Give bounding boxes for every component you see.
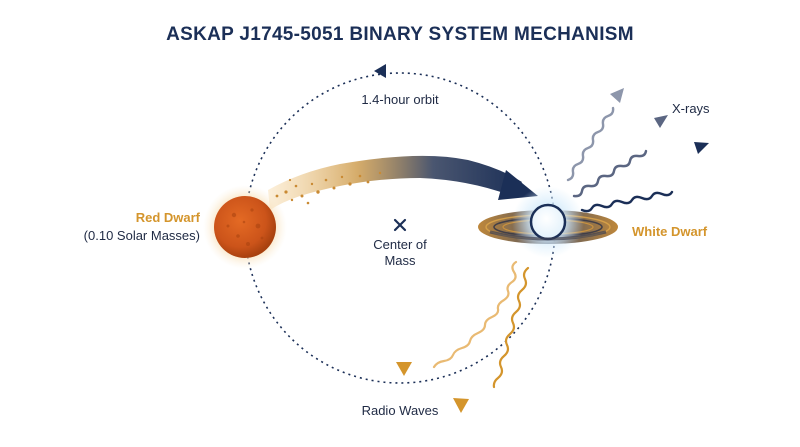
xray-arrowhead-icon <box>694 142 709 154</box>
radio-arrowhead-icon <box>396 362 412 376</box>
center-of-mass-label-line1: Center of <box>373 237 427 252</box>
red-dwarf-mass-label: (0.10 Solar Masses) <box>84 228 200 243</box>
orbit-direction-arrow-icon <box>374 64 386 78</box>
center-of-mass-label-line2: Mass <box>384 253 416 268</box>
xrays-label: X-rays <box>672 101 710 116</box>
center-of-mass-marker-icon <box>393 218 407 232</box>
red-dwarf-star <box>203 185 287 269</box>
xray-waves <box>566 88 709 213</box>
radio-waves-label: Radio Waves <box>362 403 439 418</box>
white-dwarf-star <box>529 203 567 241</box>
white-dwarf-system <box>478 186 618 258</box>
red-dwarf-label: Red Dwarf <box>136 210 201 225</box>
radio-waves <box>396 260 530 413</box>
radio-arrowhead-icon <box>453 398 469 413</box>
xray-arrowhead-icon <box>654 115 668 128</box>
orbit-label: 1.4-hour orbit <box>361 92 439 107</box>
xray-arrowhead-icon <box>610 88 624 103</box>
diagram-title: ASKAP J1745-5051 BINARY SYSTEM MECHANISM <box>166 24 634 45</box>
mass-transfer-stream <box>268 155 538 210</box>
white-dwarf-label: White Dwarf <box>632 224 708 239</box>
